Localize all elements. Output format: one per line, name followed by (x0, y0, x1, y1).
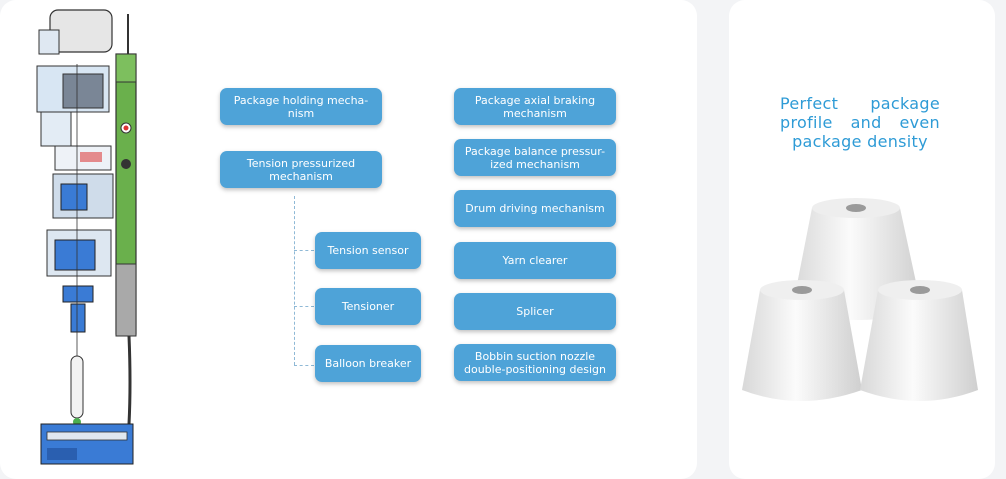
connector-tick (294, 365, 314, 366)
yarn-cones-image (742, 198, 978, 401)
balloon-breaker-label: Balloon breaker (315, 345, 421, 382)
package-balance-pressurized-mechanism-label: Package balance pressur-ized mechanism (454, 139, 616, 176)
connector-line (294, 196, 295, 365)
package-holding-mechanism-label: Package holding mecha-nism (220, 88, 382, 125)
connector-tick (294, 250, 314, 251)
tensioner-label: Tensioner (315, 288, 421, 325)
tension-sensor-label: Tension sensor (315, 232, 421, 269)
product-headline: Perfect package profile and even package… (780, 94, 940, 151)
connector-tick (294, 306, 314, 307)
splicer-label: Splicer (454, 293, 616, 330)
drum-driving-mechanism-label: Drum driving mechanism (454, 190, 616, 227)
yarn-clearer-label: Yarn clearer (454, 242, 616, 279)
winder-machine-illustration (36, 9, 137, 465)
